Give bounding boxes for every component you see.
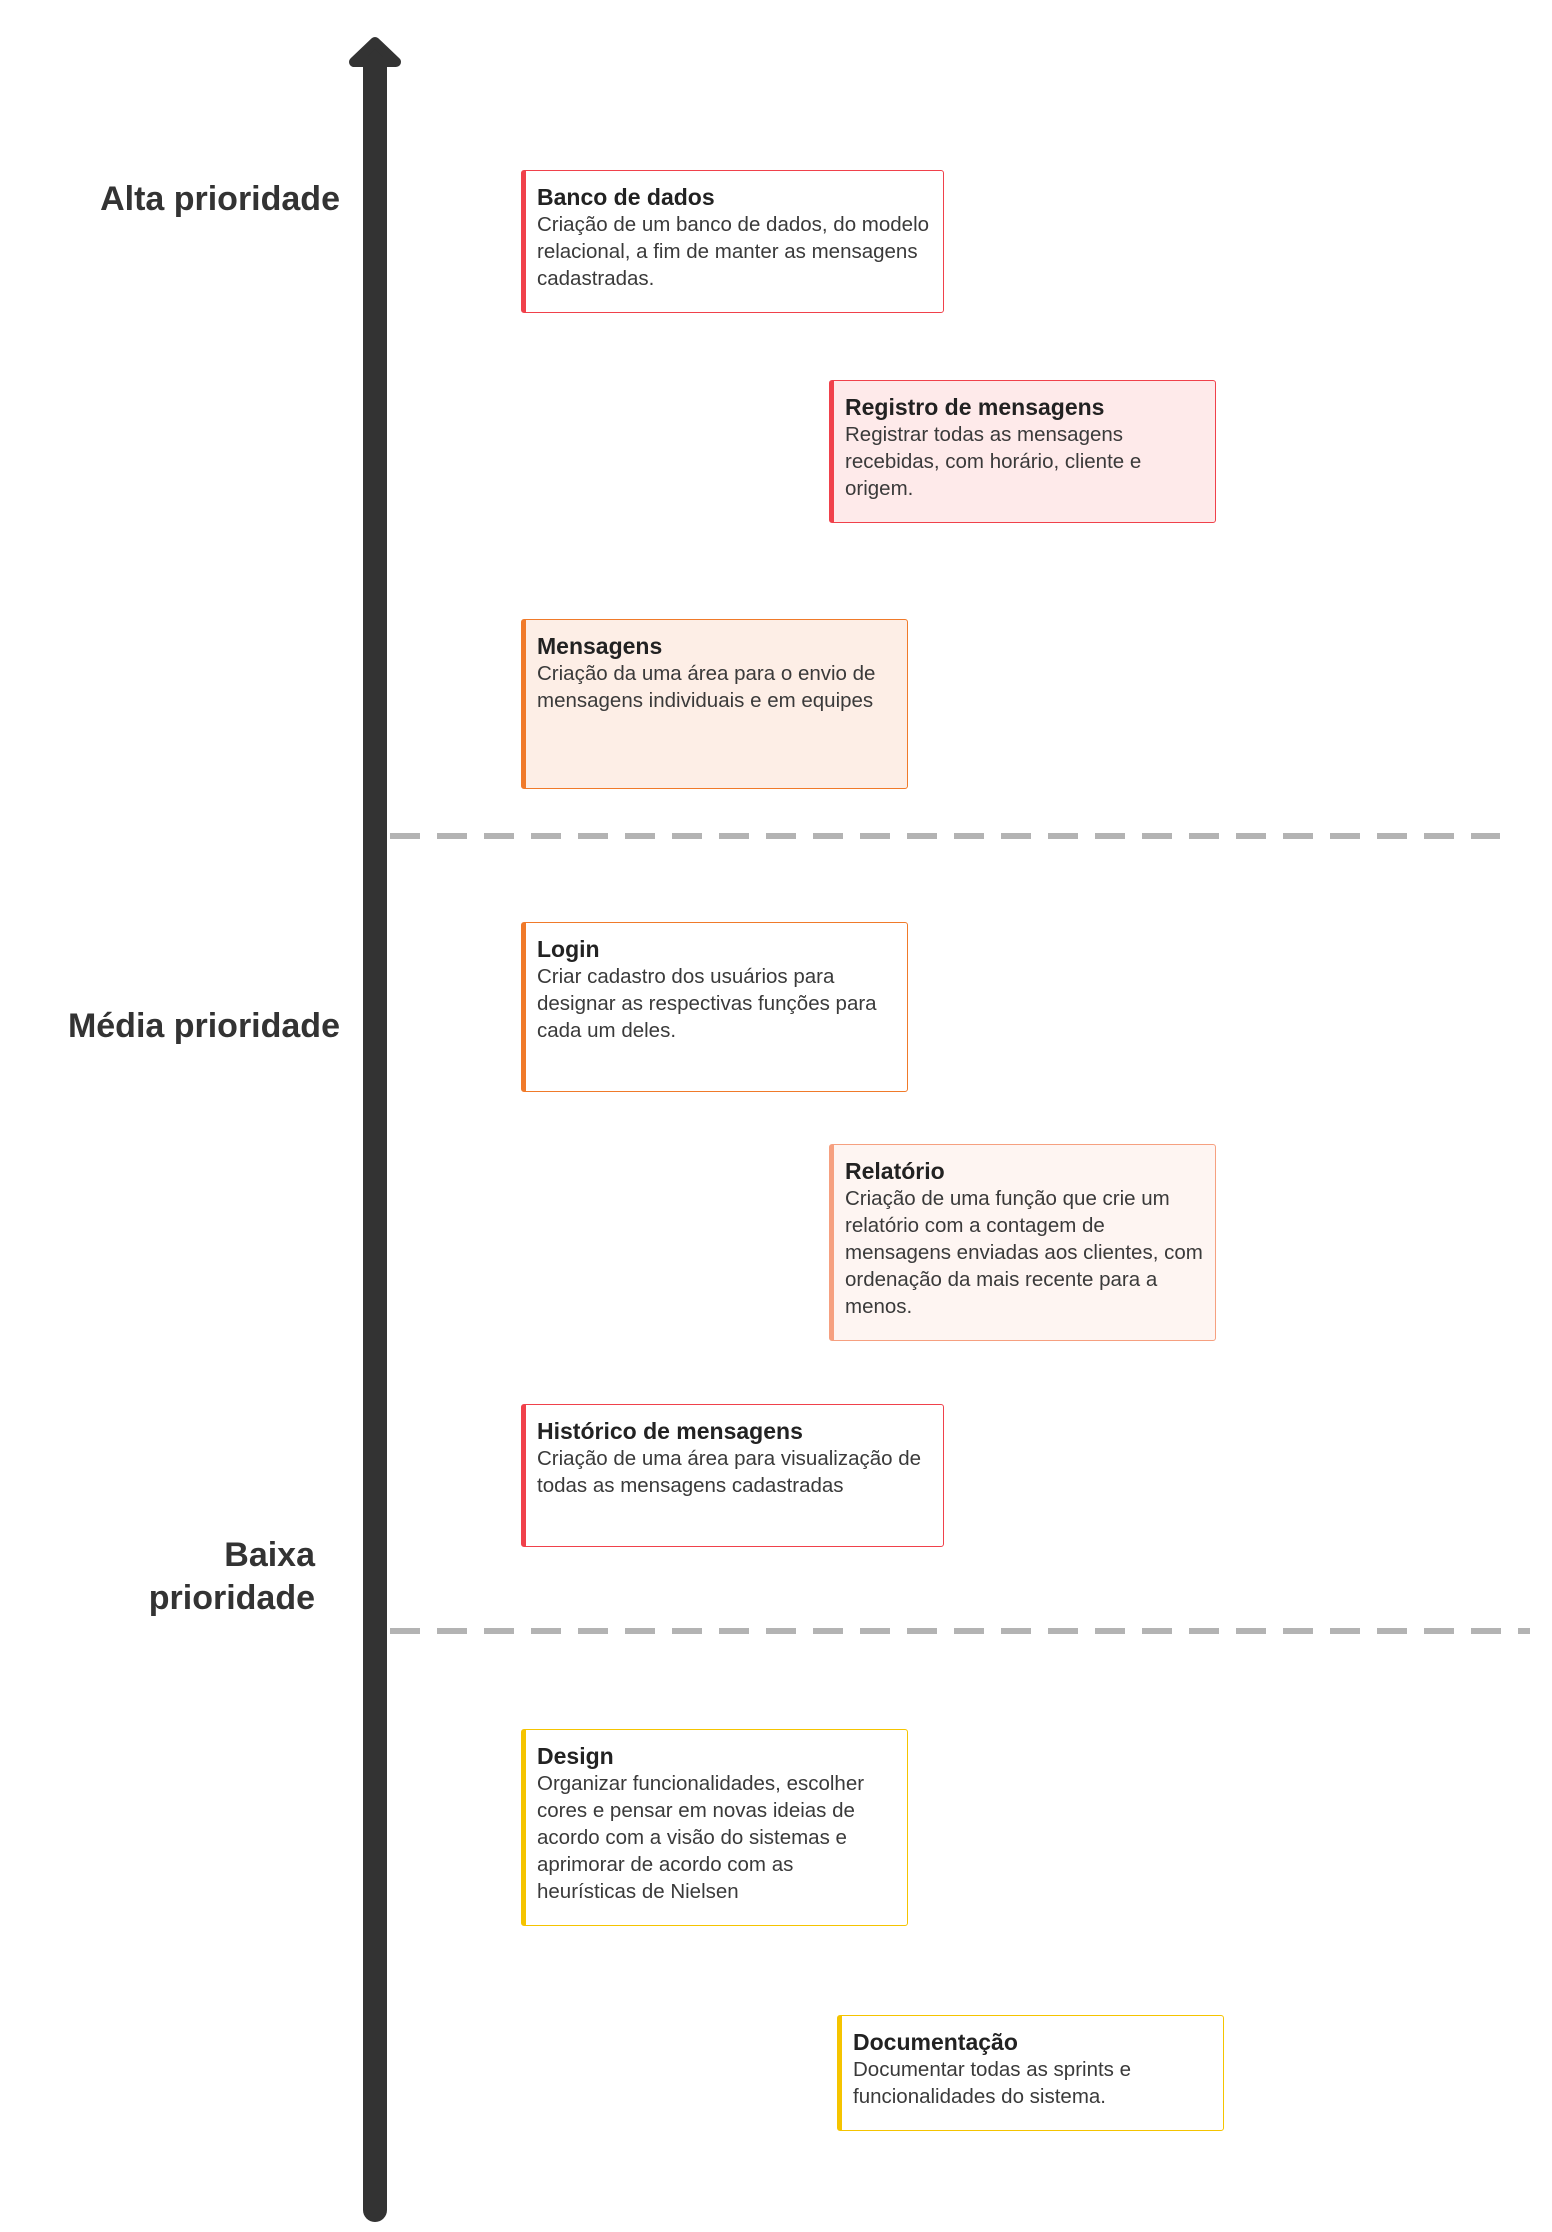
- task-card-registro-de-mensagens: Registro de mensagens Registrar todas as…: [829, 380, 1216, 523]
- axis-arrow-head-icon: [349, 37, 401, 67]
- task-description: Organizar funcionalidades, escolher core…: [537, 1772, 865, 1903]
- label-low-priority: Baixa prioridade: [148, 1536, 315, 1617]
- task-card-login: Login Criar cadastro dos usuários para d…: [521, 922, 908, 1092]
- task-title: Login: [537, 936, 600, 962]
- task-card-mensagens: Mensagens Criação da uma área para o env…: [521, 619, 908, 789]
- task-title: Design: [537, 1743, 614, 1769]
- task-title: Documentação: [853, 2029, 1018, 2055]
- task-title: Mensagens: [537, 633, 663, 659]
- task-title: Registro de mensagens: [845, 394, 1105, 420]
- task-card-documentacao: Documentação Documentar todas as sprints…: [837, 2015, 1224, 2131]
- task-card-relatorio: Relatório Criação de uma função que crie…: [829, 1144, 1216, 1341]
- label-high-priority: Alta prioridade: [100, 180, 340, 218]
- task-description: Registrar todas as mensagens recebidas, …: [845, 423, 1142, 500]
- task-title: Banco de dados: [537, 184, 715, 210]
- task-card-banco-de-dados: Banco de dados Criação de um banco de da…: [521, 170, 944, 313]
- task-description: Criar cadastro dos usuários para designa…: [537, 965, 877, 1042]
- task-description: Criação de uma área para visualização de…: [537, 1447, 922, 1497]
- label-medium-priority: Média prioridade: [67, 1007, 340, 1045]
- task-card-historico-de-mensagens: Histórico de mensagens Criação de uma ár…: [521, 1404, 944, 1547]
- task-description: Documentar todas as sprints e funcionali…: [853, 2058, 1132, 2108]
- task-title: Relatório: [845, 1158, 945, 1184]
- task-card-design: Design Organizar funcionalidades, escolh…: [521, 1729, 908, 1926]
- task-title: Histórico de mensagens: [537, 1418, 803, 1444]
- task-description: Criação de uma função que crie um relató…: [845, 1187, 1203, 1318]
- task-description: Criação da uma área para o envio de mens…: [537, 662, 876, 712]
- task-description: Criação de um banco de dados, do modelo …: [537, 213, 930, 290]
